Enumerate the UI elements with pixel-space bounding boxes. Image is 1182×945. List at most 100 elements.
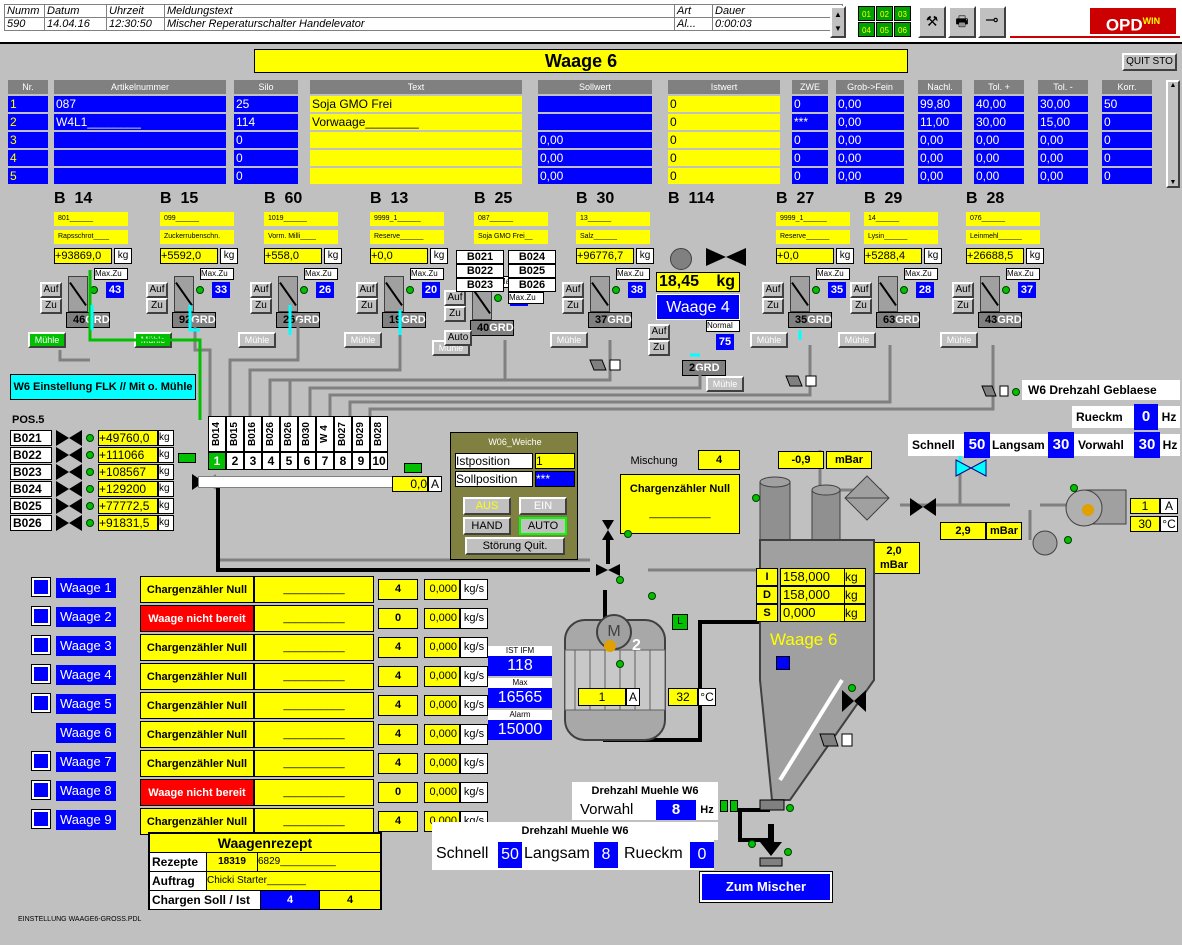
table-cell[interactable]: 0,00 (538, 132, 652, 148)
table-cell[interactable]: 40,00 (974, 96, 1024, 112)
screen-button[interactable]: 04 (858, 22, 875, 37)
scroll-up-icon[interactable]: ▲ (834, 10, 842, 19)
scale-select-box[interactable] (31, 751, 51, 771)
auto-button[interactable]: AUTO (519, 517, 567, 535)
table-cell[interactable]: 11,00 (918, 114, 962, 130)
table-cell[interactable]: 0 (668, 132, 780, 148)
key-icon[interactable]: ⊸ (978, 6, 1006, 38)
table-cell[interactable] (538, 96, 652, 112)
screen-button[interactable]: 06 (894, 22, 911, 37)
mill-button[interactable]: Mühle (238, 332, 276, 348)
close-button[interactable]: Zu (40, 298, 62, 314)
screen-button[interactable]: 05 (876, 22, 893, 37)
column-header[interactable]: Korr. (1102, 80, 1152, 94)
table-cell[interactable]: 114 (234, 114, 298, 130)
table-cell[interactable]: 0,00 (974, 132, 1024, 148)
scale-select-box[interactable] (31, 809, 51, 829)
table-cell[interactable]: 0 (1102, 114, 1152, 130)
close-button[interactable]: Zu (648, 340, 670, 356)
table-cell[interactable]: 2 (8, 114, 48, 130)
table-cell[interactable]: W4L1________ (54, 114, 226, 130)
scroll-down-icon[interactable]: ▼ (834, 24, 842, 33)
max-value[interactable]: 33 (212, 282, 230, 298)
distributor-position-button[interactable]: 2 (226, 452, 244, 470)
table-cell[interactable]: 0,00 (836, 96, 904, 112)
table-cell[interactable]: 30,00 (974, 114, 1024, 130)
bin-valve-icon[interactable] (785, 374, 820, 388)
scale-button[interactable]: Waage 8 (56, 781, 116, 801)
table-cell[interactable]: 0 (234, 168, 298, 184)
table-cell[interactable]: 0 (1102, 150, 1152, 166)
close-button[interactable]: Zu (952, 298, 974, 314)
scroll-up-icon[interactable]: ▲ (1169, 82, 1177, 89)
sollposition-value[interactable]: *** (535, 471, 575, 487)
stoerung-quit-button[interactable]: Störung Quit. (465, 537, 565, 555)
table-cell[interactable]: 0,00 (836, 132, 904, 148)
table-cell[interactable]: 0 (234, 150, 298, 166)
pos5-valve-icon[interactable] (56, 464, 82, 480)
max-value[interactable]: 38 (628, 282, 646, 298)
max-value[interactable]: 20 (422, 282, 440, 298)
scale-select-box[interactable] (31, 693, 51, 713)
table-cell[interactable]: 0 (234, 132, 298, 148)
open-button[interactable]: Auf (762, 282, 784, 298)
pos5-valve-icon[interactable] (56, 430, 82, 446)
scale-select-box[interactable] (31, 635, 51, 655)
max-value[interactable]: 26 (316, 282, 334, 298)
flk-setting-button[interactable]: W6 Einstellung FLK // Mit o. Mühle (10, 374, 196, 400)
scale-select-box[interactable] (31, 664, 51, 684)
aus-button[interactable]: AUS (463, 497, 511, 515)
scale-button[interactable]: Waage 5 (56, 694, 116, 714)
table-cell[interactable]: 0 (1102, 132, 1152, 148)
close-button[interactable]: Zu (356, 298, 378, 314)
table-cell[interactable]: 0,00 (836, 114, 904, 130)
mill-button[interactable]: Mühle (706, 376, 744, 392)
alarm-cell[interactable]: Mischer Reperaturschalter Handelevator (164, 17, 675, 31)
scroll-down-icon[interactable]: ▼ (1169, 179, 1177, 186)
distributor-position-button[interactable]: 1 (208, 452, 226, 470)
outlet-valve-icon[interactable] (842, 690, 866, 712)
column-header[interactable]: Tol. - (1038, 80, 1088, 94)
blower-vorwahl-value[interactable]: 30 (1134, 432, 1160, 458)
table-cell[interactable]: 25 (234, 96, 298, 112)
column-header[interactable]: Artikelnummer (54, 80, 226, 94)
mill-button[interactable]: Mühle (344, 332, 382, 348)
cyan-valve-icon[interactable] (955, 458, 987, 478)
table-cell[interactable] (310, 132, 522, 148)
ein-button[interactable]: EIN (519, 497, 567, 515)
open-button[interactable]: Auf (850, 282, 872, 298)
open-button[interactable]: Auf (146, 282, 168, 298)
distributor-position-button[interactable]: 9 (352, 452, 370, 470)
open-button[interactable]: Auf (356, 282, 378, 298)
distributor-position-button[interactable]: 10 (370, 452, 388, 470)
auto-button[interactable]: Auto (444, 330, 472, 346)
table-cell[interactable]: 50 (1102, 96, 1152, 112)
screen-button[interactable]: 02 (876, 6, 893, 21)
table-cell[interactable]: 5 (8, 168, 48, 184)
table-cell[interactable]: 0 (668, 96, 780, 112)
table-cell[interactable]: 99,80 (918, 96, 962, 112)
max-value[interactable]: 37 (1018, 282, 1036, 298)
table-cell[interactable]: 0,00 (1038, 132, 1088, 148)
scale-button[interactable]: Waage 3 (56, 636, 116, 656)
pos5-valve-icon[interactable] (56, 515, 82, 531)
pos5-valve-icon[interactable] (56, 447, 82, 463)
table-cell[interactable] (54, 132, 226, 148)
screen-button[interactable]: 03 (894, 6, 911, 21)
table-cell[interactable] (310, 168, 522, 184)
valve-icon[interactable] (910, 498, 936, 516)
table-cell[interactable]: 4 (8, 150, 48, 166)
scale-select-box[interactable] (31, 606, 51, 626)
table-cell[interactable]: 0,00 (538, 150, 652, 166)
hand-button[interactable]: HAND (463, 517, 511, 535)
scale-select-box[interactable] (31, 780, 51, 800)
table-cell[interactable]: 0,00 (918, 132, 962, 148)
table-cell[interactable]: Soja GMO Frei (310, 96, 522, 112)
column-header[interactable]: Nachl. (918, 80, 962, 94)
pos5-valve-icon[interactable] (56, 481, 82, 497)
table-cell[interactable]: 0 (792, 168, 828, 184)
close-button[interactable]: Zu (562, 298, 584, 314)
table-cell[interactable] (310, 150, 522, 166)
